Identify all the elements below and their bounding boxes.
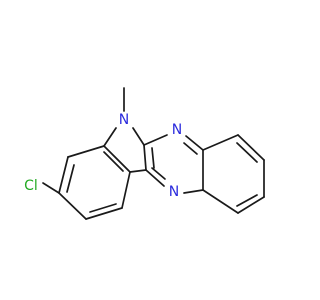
bond-c10-n3 (183, 189, 204, 194)
atom-label-n-top: N (172, 122, 182, 138)
bond-c11-c12-inner (236, 142, 258, 163)
bond-c6-c1 (103, 145, 131, 173)
bond-c14-c10 (202, 189, 239, 214)
bond-n3-c8-inner (151, 167, 166, 180)
atom-label-n-bottom: N (169, 184, 179, 200)
bond-n2-c9 (185, 135, 204, 151)
bond-c5-c6 (121, 171, 131, 209)
bond-n3-c8 (145, 169, 165, 187)
bond-c13-c14-inner (236, 194, 258, 207)
bond-c1-n (103, 127, 117, 147)
bond-c2-c3-inner (66, 164, 75, 193)
molecule-structure: N N N Cl (24, 87, 265, 220)
bond-n2-c9-inner (183, 142, 198, 155)
bond-c4-c5 (85, 207, 123, 220)
bond-c4-c5-inner (89, 203, 117, 213)
bond-n-c7 (132, 127, 145, 146)
bond-c7-c8 (143, 144, 147, 171)
bond-c3-c4 (58, 192, 87, 220)
bond-c8-c6 (129, 169, 147, 173)
bond-c7-n2 (143, 134, 168, 146)
bond-c6-c1-inner (103, 151, 124, 172)
bond-cl (42, 182, 60, 194)
atom-label-n-methyl: N (119, 112, 129, 128)
bond-c13-c14 (237, 196, 265, 214)
bond-c7-c8-inner (151, 147, 155, 169)
bond-c11-c12 (237, 134, 265, 161)
bond-c2-c3 (58, 156, 69, 194)
bond-c1-c2 (67, 145, 105, 158)
bond-c9-c11 (202, 134, 239, 151)
atom-label-cl: Cl (24, 178, 38, 194)
